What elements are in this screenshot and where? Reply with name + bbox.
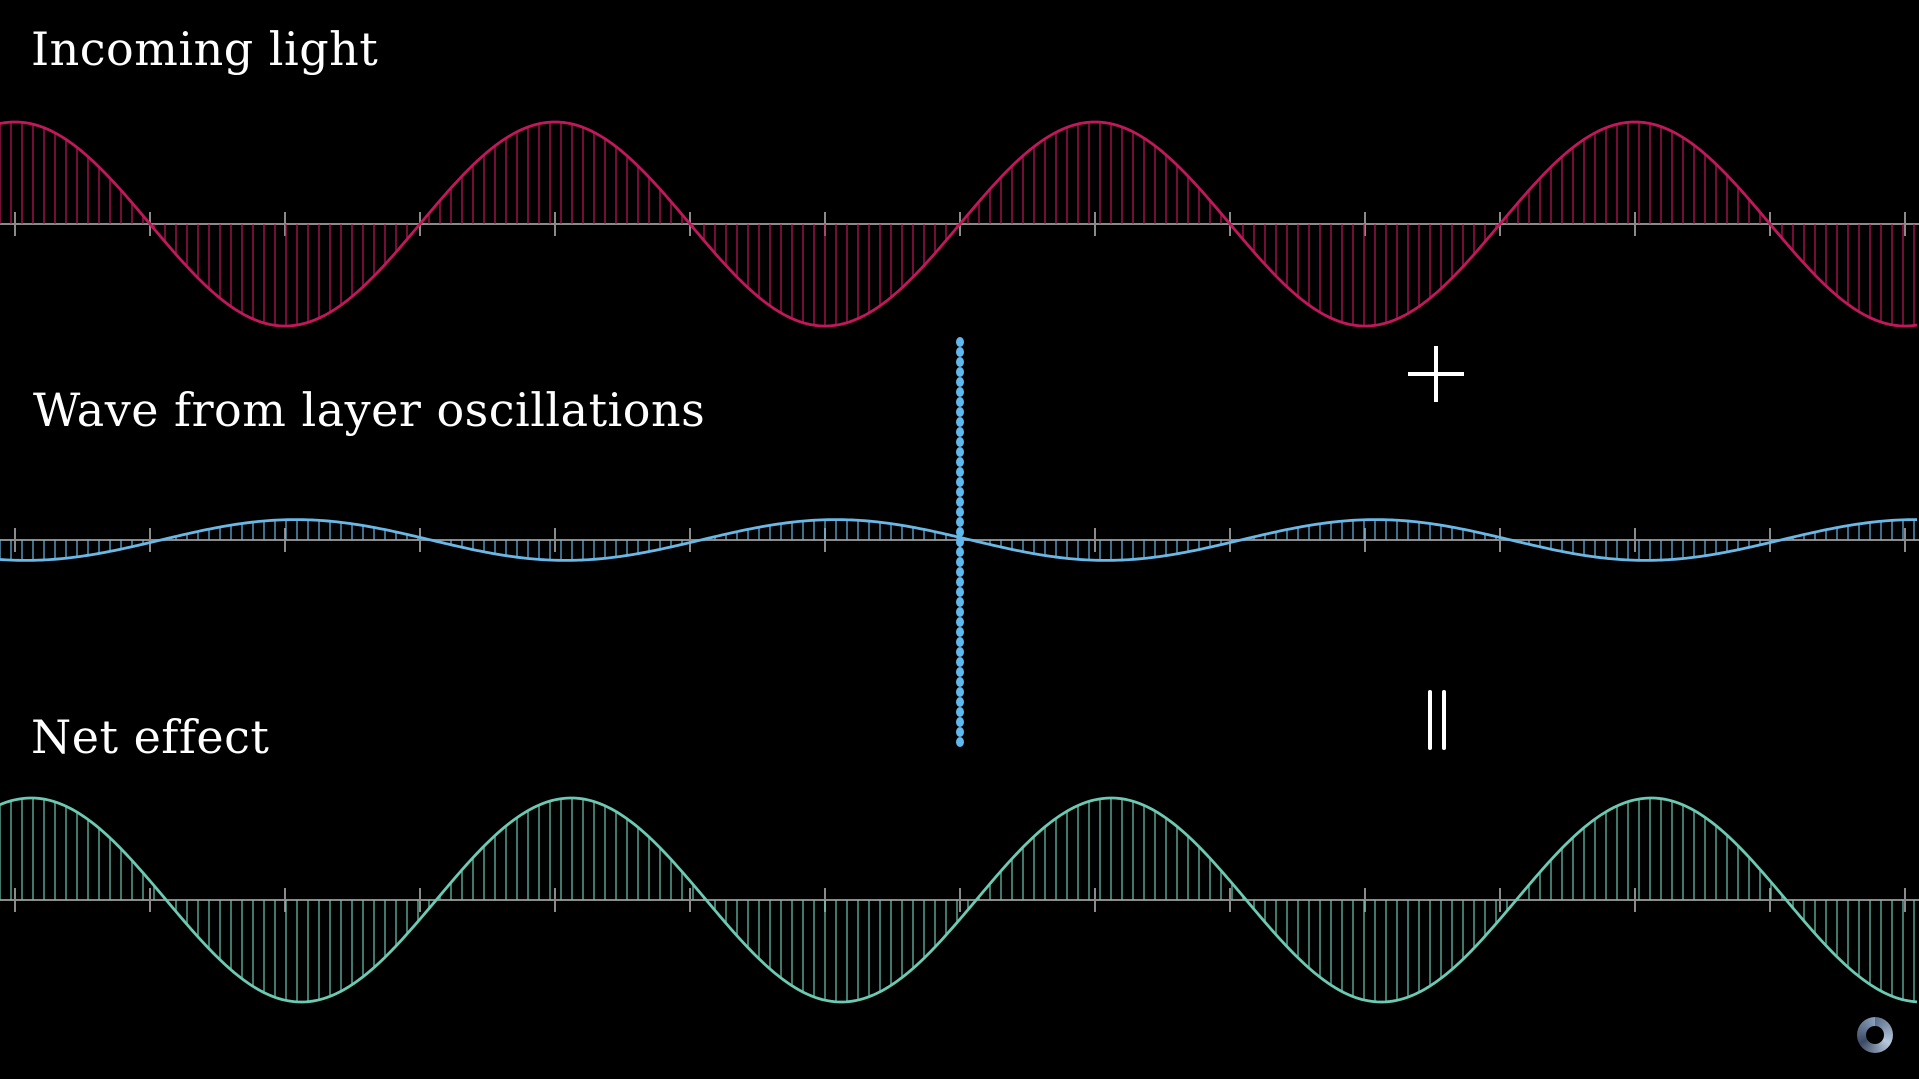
layer-dot: [956, 627, 964, 637]
layer-dot: [956, 737, 964, 747]
layer-dot: [956, 367, 964, 377]
layer-dot: [956, 557, 964, 567]
layer-dot: [956, 507, 964, 517]
layer-dot: [956, 567, 964, 577]
layer-dot: [956, 527, 964, 537]
net-effect-label: Net effect: [31, 710, 270, 764]
layer-dot: [956, 667, 964, 677]
layer-dot: [956, 537, 964, 547]
layer-dot: [956, 337, 964, 347]
layer-dot: [956, 377, 964, 387]
layer-dot: [956, 387, 964, 397]
layer-dot: [956, 677, 964, 687]
layer-dot: [956, 487, 964, 497]
layer-dot: [956, 647, 964, 657]
layer-wave-label: Wave from layer oscillations: [33, 383, 706, 437]
layer-dot: [956, 637, 964, 647]
layer-dot: [956, 587, 964, 597]
layer-dot: [956, 577, 964, 587]
layer-dot: [956, 717, 964, 727]
layer-dot: [956, 617, 964, 627]
layer-dot: [956, 407, 964, 417]
layer-dot: [956, 687, 964, 697]
net-curve: [0, 796, 1918, 1004]
layer-dot: [956, 727, 964, 737]
equals-operator-icon: [1424, 686, 1452, 754]
net-wave-group: [0, 796, 1919, 1004]
layer-dot: [956, 597, 964, 607]
progress-ring-icon: [1857, 1017, 1893, 1053]
layer-dot: [956, 427, 964, 437]
incoming-light-label: Incoming light: [31, 22, 379, 76]
layer-dot: [956, 347, 964, 357]
layer-dot: [956, 357, 964, 367]
layer-dot: [956, 607, 964, 617]
layer-dot: [956, 417, 964, 427]
layer-dot: [956, 397, 964, 407]
layer-dot: [956, 697, 964, 707]
layer-dot: [956, 497, 964, 507]
plus-operator-icon: [1400, 338, 1472, 410]
incoming-curve: [0, 120, 1918, 328]
layer-dot: [956, 477, 964, 487]
layer-dot: [956, 437, 964, 447]
layer-dot: [956, 457, 964, 467]
layer-dot: [956, 707, 964, 717]
layer-dot: [956, 447, 964, 457]
layer-dots: [956, 337, 964, 747]
incoming-wave-group: [0, 120, 1919, 328]
layer-dot: [956, 467, 964, 477]
layer-dot: [956, 517, 964, 527]
layer-curve: [0, 518, 1917, 562]
layer-dot: [956, 547, 964, 557]
layer-dot: [956, 657, 964, 667]
